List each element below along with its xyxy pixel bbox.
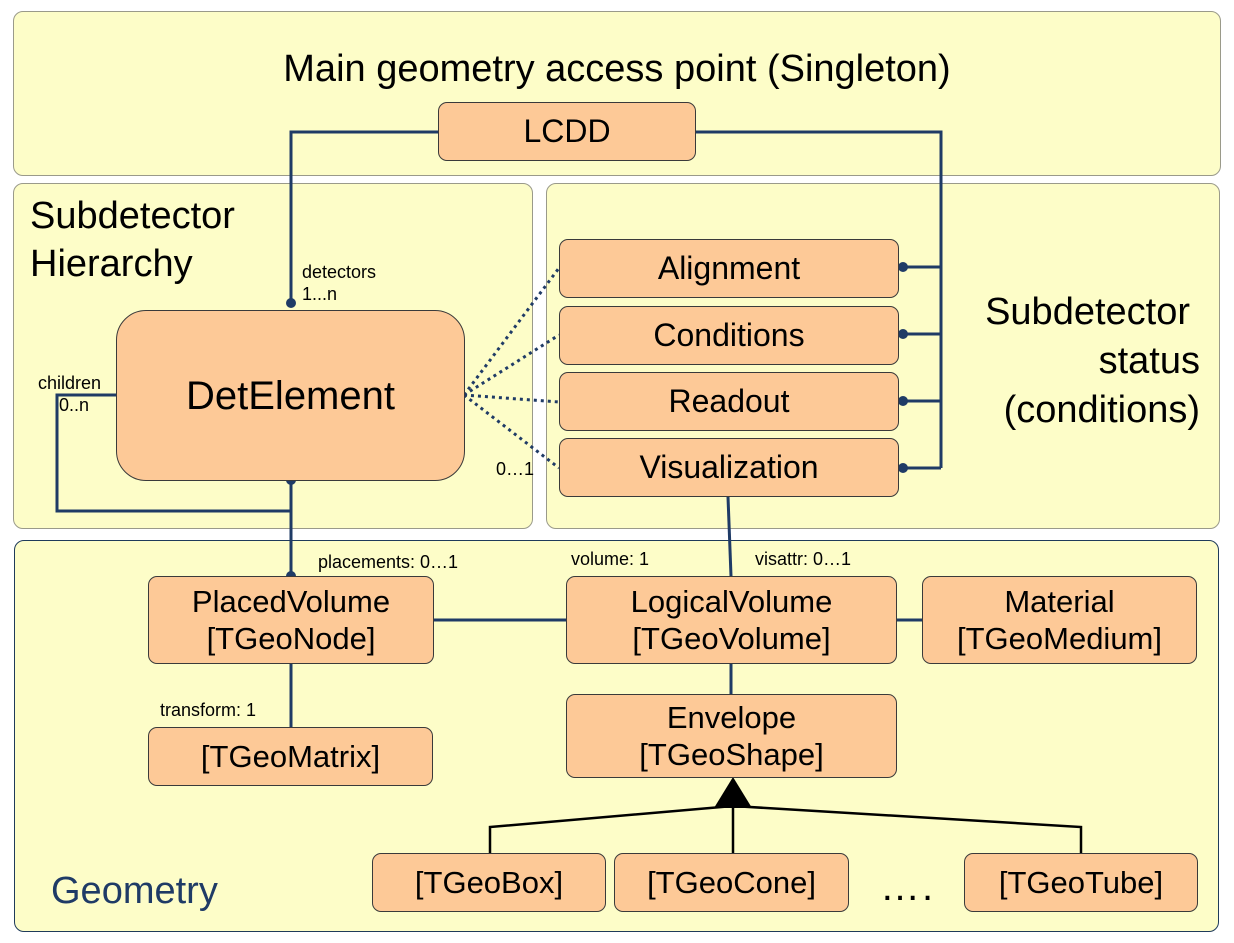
conditions-node: Conditions [559,306,899,365]
conditions-label: Conditions [653,317,805,354]
status-title-line1: Subdetector [985,291,1190,333]
status-title: Subdetector status (conditions) [985,288,1200,435]
children-label: children 0..n [38,373,101,416]
detelement-label: DetElement [186,373,395,418]
tgeomatrix-node: [TGeoMatrix] [148,727,433,786]
lcdd-to-detelement-line [289,130,438,303]
detelement-node: DetElement [116,310,465,481]
hierarchy-title-line1: Subdetector [30,195,235,237]
tgeobox-label: [TGeoBox] [414,864,564,900]
tgeobox-node: [TGeoBox] [372,853,606,912]
visualization-label: Visualization [639,449,819,486]
alignment-node: Alignment [559,239,899,298]
more-shapes-ellipsis: …. [880,865,936,909]
detelement-to-visualization-dotted [463,393,560,470]
inherit-box-line [488,804,734,853]
inherit-tube-line [732,804,1083,853]
detelement-to-readout-dotted [463,393,560,404]
placedvolume-node: PlacedVolume [TGeoNode] [148,576,434,664]
lcdd-label: LCDD [523,113,611,150]
detelement-to-alignment-dotted [462,267,561,396]
placements-label: placements: 0…1 [318,552,459,572]
visualization-node: Visualization [559,438,899,497]
tgeotube-label: [TGeoTube] [998,864,1164,900]
lcdd-node: LCDD [438,102,696,161]
status-title-line2: status [1098,340,1200,383]
geometry-title: Geometry [51,870,218,912]
detectors-multiplicity: 1...n [302,283,338,304]
tgeocone-label: [TGeoCone] [647,864,816,900]
tgeocone-node: [TGeoCone] [614,853,849,912]
placedvolume-class: [TGeoNode] [206,621,376,656]
status-multiplicity-label: 0…1 [496,459,535,479]
tgeotube-node: [TGeoTube] [964,853,1198,912]
visattr-label: visattr: 0…1 [755,549,852,569]
tgeomatrix-label: [TGeoMatrix] [200,738,381,774]
detelement-to-conditions-dotted [463,333,560,397]
children-role: children [38,373,102,393]
material-label: Material [1004,583,1115,619]
detectors-label: detectors 1...n [302,262,376,305]
logicalvolume-class: [TGeoVolume] [632,621,831,656]
material-class: [TGeoMedium] [956,621,1162,656]
status-title-line3: (conditions) [1003,389,1200,432]
envelope-node: Envelope [TGeoShape] [566,694,897,778]
volume-label: volume: 1 [571,549,650,569]
material-node: Material [TGeoMedium] [922,576,1197,664]
readout-node: Readout [559,372,899,431]
logicalvolume-label: LogicalVolume [630,583,833,619]
children-loop-line [55,393,291,513]
envelope-class: [TGeoShape] [639,737,824,772]
transform-label: transform: 1 [160,700,257,720]
children-multiplicity: 0..n [59,394,90,415]
logicalvolume-node: LogicalVolume [TGeoVolume] [566,576,897,664]
visualization-to-logicalvolume-line [726,496,733,577]
lcdd-to-status-bus-line [696,130,943,468]
envelope-label: Envelope [666,699,797,735]
diagram-title: Main geometry access point (Singleton) [283,48,951,90]
alignment-label: Alignment [657,250,801,287]
detectors-role: detectors [302,262,377,282]
hierarchy-title: Subdetector Hierarchy [30,193,235,288]
placedvolume-label: PlacedVolume [191,583,391,619]
inheritance-arrowhead [714,777,752,808]
readout-label: Readout [668,383,790,420]
hierarchy-title-line2: Hierarchy [30,242,193,285]
